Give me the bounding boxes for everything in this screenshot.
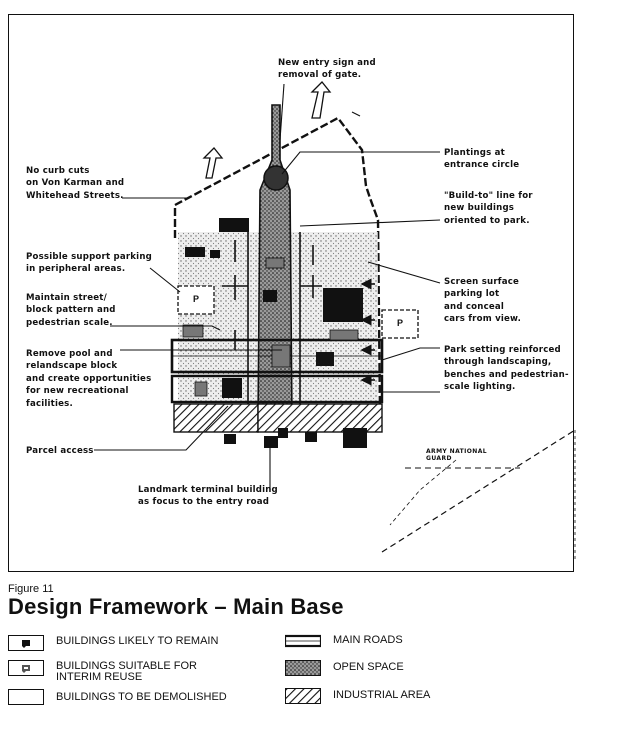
annotation-no-curb-cuts: No curb cuts on Von Karman and Whitehead… — [26, 166, 125, 201]
annotation-screen-parking: Screen surface parking lot and conceal c… — [444, 277, 522, 325]
leader-lines — [94, 83, 441, 490]
annotation-street-pattern: Maintain street/ block pattern and pedes… — [26, 293, 116, 328]
annotation-plantings: Plantings at entrance circle — [444, 148, 520, 171]
parking-label-east: P — [397, 318, 404, 328]
legend-swatch-main-roads — [283, 633, 323, 649]
legend-swatch-remain — [8, 635, 44, 651]
legend-swatch-open-space — [285, 660, 321, 676]
annotation-build-to: "Build-to" line for new buildings orient… — [444, 191, 533, 226]
main-roads — [170, 232, 384, 420]
figure-label: Figure 11 — [8, 583, 54, 595]
annotation-support-parking: Possible support parking in peripheral a… — [26, 252, 152, 275]
legend-label-interim: BUILDINGS SUITABLE FOR INTERIM REUSE — [56, 660, 197, 683]
annotation-parcel-access: Parcel access — [26, 446, 94, 456]
annotation-remove-pool: Remove pool and relandscape block and cr… — [26, 349, 152, 409]
parking-label-west: P — [193, 294, 200, 304]
circulation-arrows — [222, 240, 375, 386]
legend-label-open-space: OPEN SPACE — [333, 661, 404, 673]
site-plan-frame — [8, 14, 574, 572]
annotation-army-guard: ARMY NATIONAL GUARD — [426, 448, 487, 462]
legend-label-remain: BUILDINGS LIKELY TO REMAIN — [56, 635, 219, 647]
industrial-area — [173, 403, 383, 433]
access-arrows — [202, 81, 332, 179]
annotation-park-setting: Park setting reinforced through landscap… — [444, 345, 569, 393]
annotation-entry-sign: New entry sign and removal of gate. — [278, 58, 376, 81]
legend-label-demolish: BUILDINGS TO BE DEMOLISHED — [56, 691, 227, 703]
legend-swatch-interim — [8, 660, 44, 676]
buildings-remain — [185, 218, 367, 448]
legend-label-main-roads: MAIN ROADS — [333, 634, 403, 646]
base-perimeter — [173, 116, 576, 560]
parking-lots — [177, 285, 419, 339]
annotation-landmark: Landmark terminal building as focus to t… — [138, 485, 278, 508]
figure-title: Design Framework – Main Base — [8, 594, 344, 619]
legend-swatch-demolish — [8, 689, 44, 705]
legend-label-industrial: INDUSTRIAL AREA — [333, 689, 431, 701]
legend-swatch-industrial — [285, 688, 321, 704]
